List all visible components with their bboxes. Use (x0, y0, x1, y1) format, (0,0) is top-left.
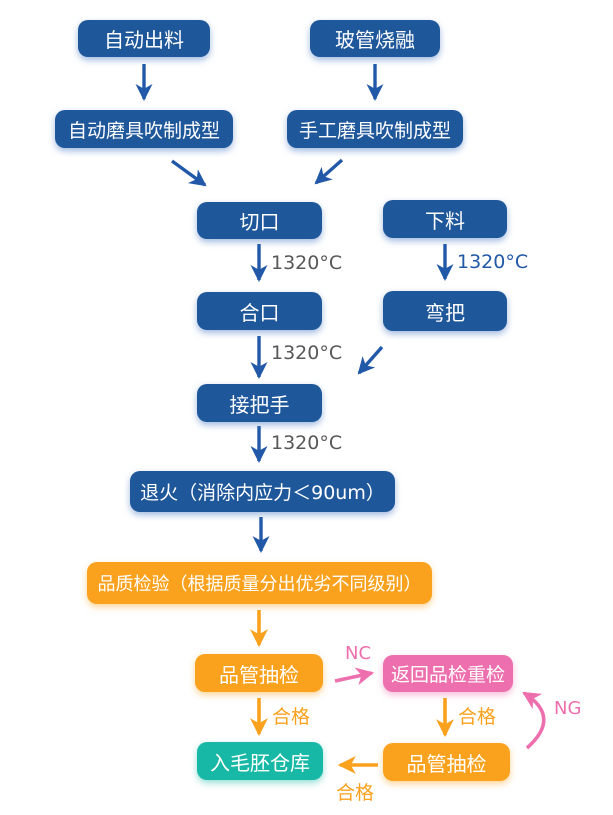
node-close-opening: 合口 (197, 292, 322, 330)
arrow-auto-forming-to-cut (171, 159, 207, 187)
arrow-bend-to-attach (357, 345, 384, 375)
node-label: 品管抽检 (406, 751, 487, 776)
node-qc-sampling-1: 品管抽检 (195, 654, 323, 692)
node-attach-handle: 接把手 (197, 384, 322, 422)
arrow-manual-forming-to-cut (314, 158, 344, 185)
node-rough-blank-warehouse: 入毛胚仓库 (197, 742, 323, 780)
temp-label-attach-to-anneal: 1320°C (271, 432, 343, 454)
arrow-sampling1-to-recheck-nc (334, 667, 375, 686)
node-label: 手工磨具吹制成型 (298, 119, 451, 142)
node-label: 自动出料 (104, 28, 184, 52)
pass-label-right: 合格 (458, 706, 497, 728)
node-manual-mold-blow-forming: 手工磨具吹制成型 (287, 110, 463, 148)
temp-label-cut-to-close: 1320°C (271, 252, 343, 274)
node-label: 接把手 (229, 392, 290, 417)
temp-label-close-to-attach: 1320°C (271, 342, 343, 364)
node-return-recheck: 返回品检重检 (383, 655, 513, 692)
temp-label-blank-to-bend: 1320°C (457, 251, 529, 273)
node-label: 退火（消除内应力＜90um） (140, 482, 385, 504)
node-annealing: 退火（消除内应力＜90um） (130, 471, 395, 512)
node-auto-mold-blow-forming: 自动磨具吹制成型 (55, 110, 233, 148)
pass-label-bottom: 合格 (336, 782, 375, 804)
node-label: 品管抽检 (219, 662, 299, 687)
node-label: 切口 (239, 210, 280, 234)
node-auto-discharge: 自动出料 (78, 20, 210, 57)
pass-label-left: 合格 (272, 706, 311, 728)
node-cut-opening: 切口 (197, 202, 322, 239)
nc-label: NC (345, 643, 372, 664)
node-glass-tube-melting: 玻管烧融 (310, 20, 440, 57)
node-label: 玻管烧融 (335, 28, 415, 52)
node-label: 下料 (425, 208, 465, 233)
ng-label: NG (554, 698, 582, 719)
node-label: 弯把 (425, 300, 465, 325)
node-label: 入毛胚仓库 (210, 750, 310, 775)
arrow-sampling2-to-recheck-ng (522, 691, 546, 750)
node-label: 品质检验（根据质量分出优劣不同级别） (97, 574, 422, 595)
node-label: 自动磨具吹制成型 (67, 119, 220, 142)
node-label: 合口 (239, 300, 280, 325)
node-quality-inspection: 品质检验（根据质量分出优劣不同级别） (87, 562, 432, 604)
node-qc-sampling-2: 品管抽检 (383, 743, 510, 781)
node-blanking: 下料 (383, 200, 507, 238)
node-bend-handle: 弯把 (383, 291, 507, 331)
node-label: 返回品检重检 (390, 664, 505, 686)
